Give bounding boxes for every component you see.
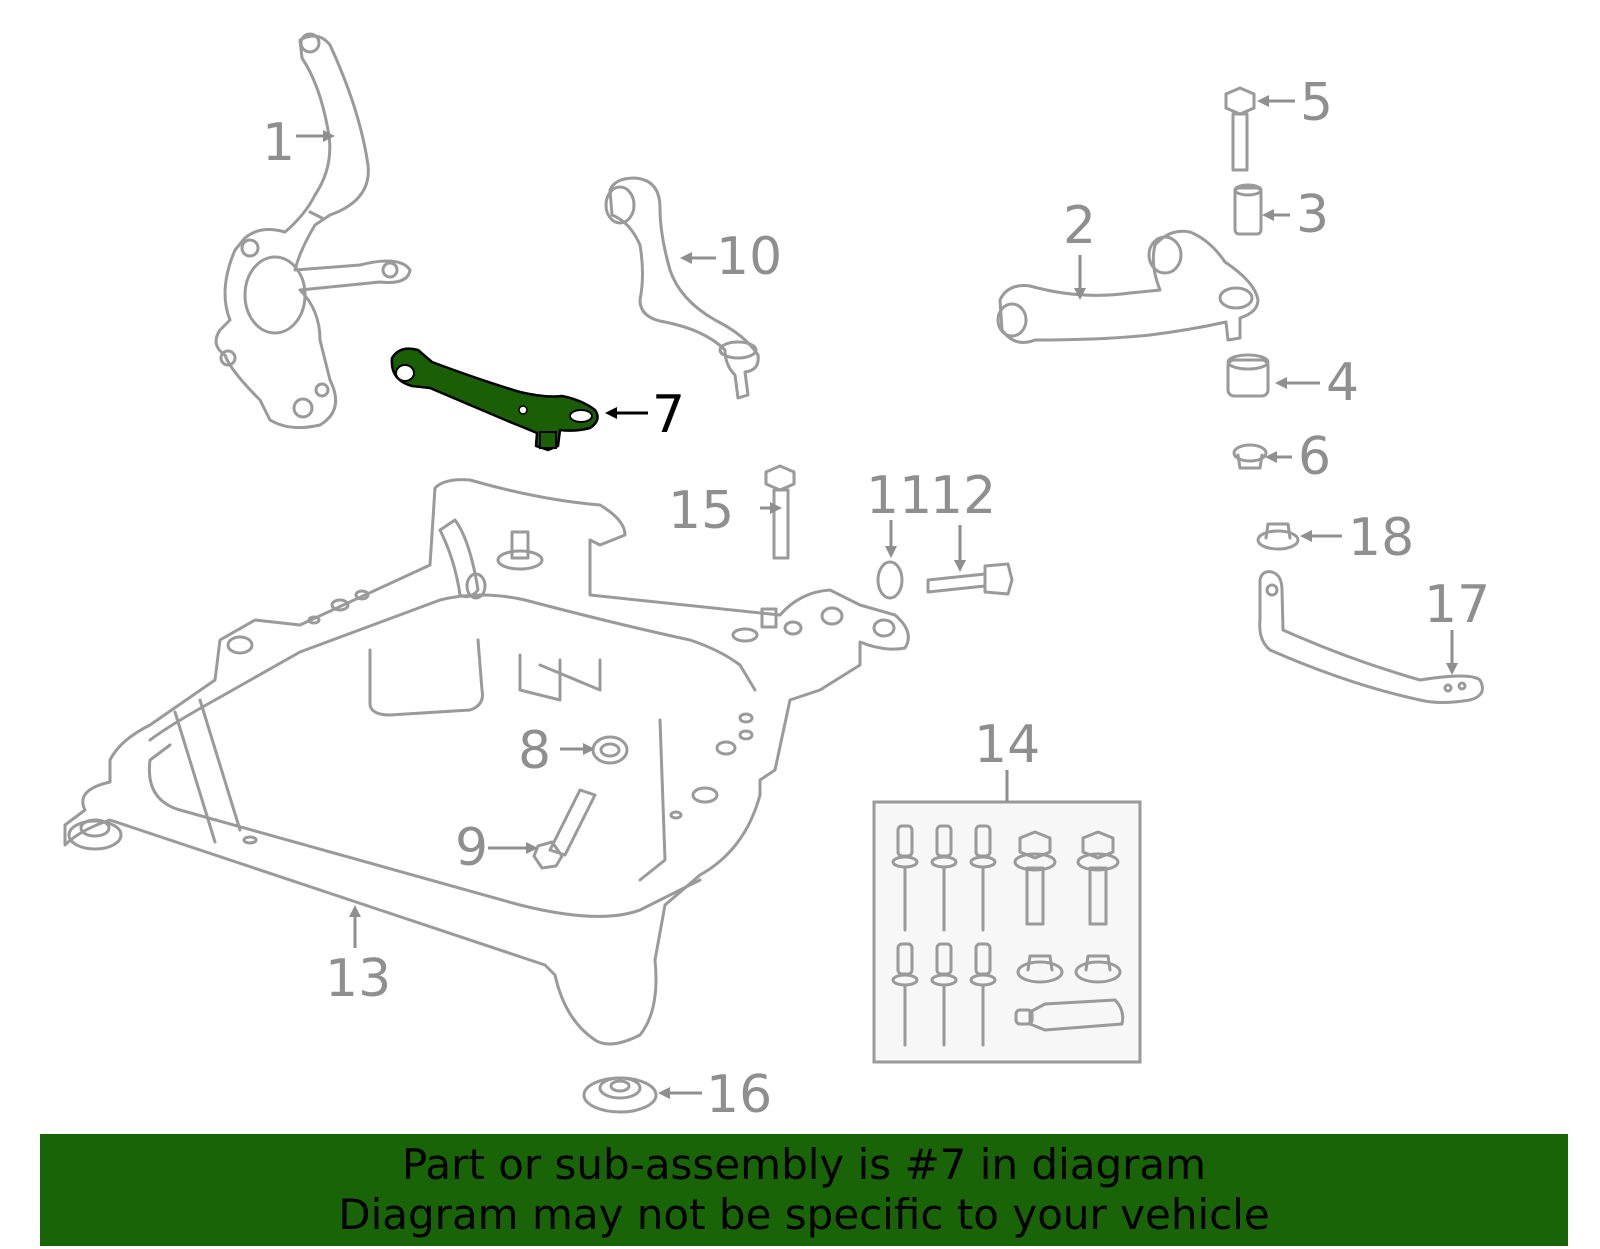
part-5-bolt[interactable]: [1224, 86, 1256, 172]
kit-rivet-4: [891, 942, 919, 1047]
part-16-mount[interactable]: [582, 1076, 658, 1114]
callout-13[interactable]: 13: [325, 949, 391, 1009]
kit-rivet-6: [969, 942, 997, 1047]
part-6-nut[interactable]: [1232, 443, 1268, 470]
kit-rivet-3: [969, 824, 997, 932]
part-9-bolt[interactable]: [532, 788, 597, 870]
callout-9[interactable]: 9: [455, 818, 488, 878]
part-18-nut[interactable]: [1256, 522, 1300, 551]
callout-7[interactable]: 7: [652, 385, 685, 445]
kit-nut-2: [1074, 954, 1122, 984]
kit-nut-1: [1016, 954, 1064, 984]
banner-line-1: Part or sub-assembly is #7 in diagram: [401, 1140, 1207, 1189]
part-2-upper-control-arm[interactable]: [996, 229, 1260, 344]
part-1-steering-knuckle[interactable]: [214, 32, 412, 430]
part-3-bushing[interactable]: [1233, 183, 1263, 236]
callout-5[interactable]: 5: [1300, 73, 1333, 133]
callout-3[interactable]: 3: [1296, 185, 1329, 245]
banner-line-2: Diagram may not be specific to your vehi…: [338, 1190, 1270, 1239]
part-10-bracket[interactable]: [604, 176, 760, 400]
kit-sleeve: [1014, 998, 1125, 1032]
callout-8[interactable]: 8: [518, 721, 551, 781]
part-7-control-arm[interactable]: [390, 347, 599, 452]
callout-labels: 1 2 3 4 5 6 7 8 9 10 11 12 13 14 15 16 1…: [262, 73, 1490, 1125]
callout-12[interactable]: 12: [930, 466, 996, 526]
callout-11[interactable]: 11: [866, 466, 932, 526]
part-11-washer[interactable]: [876, 560, 904, 600]
part-17-link[interactable]: [1258, 570, 1484, 704]
callout-leaders: [296, 95, 1458, 1099]
kit-rivet-1: [891, 824, 919, 932]
part-14-hardware-kit[interactable]: [872, 800, 1142, 1064]
callout-14[interactable]: 14: [974, 715, 1040, 775]
part-15-bolt[interactable]: [764, 464, 796, 560]
callout-6[interactable]: 6: [1298, 427, 1331, 487]
callout-4[interactable]: 4: [1326, 353, 1359, 413]
part-4-bushing[interactable]: [1226, 353, 1270, 398]
part-13-subframe[interactable]: [63, 478, 910, 1046]
callout-18[interactable]: 18: [1348, 508, 1414, 568]
callout-2[interactable]: 2: [1063, 196, 1096, 256]
callout-17[interactable]: 17: [1424, 575, 1490, 635]
kit-rivet-5: [930, 942, 958, 1047]
kit-bolt-2: [1076, 830, 1120, 926]
callout-15[interactable]: 15: [668, 481, 734, 541]
info-banner: Part or sub-assembly is #7 in diagram Di…: [40, 1134, 1568, 1246]
callout-1[interactable]: 1: [262, 113, 295, 173]
kit-bolt-1: [1013, 830, 1057, 926]
part-12-bolt[interactable]: [926, 562, 1014, 596]
callout-16[interactable]: 16: [706, 1065, 772, 1125]
callout-10[interactable]: 10: [716, 227, 782, 287]
kit-rivet-2: [930, 824, 958, 932]
